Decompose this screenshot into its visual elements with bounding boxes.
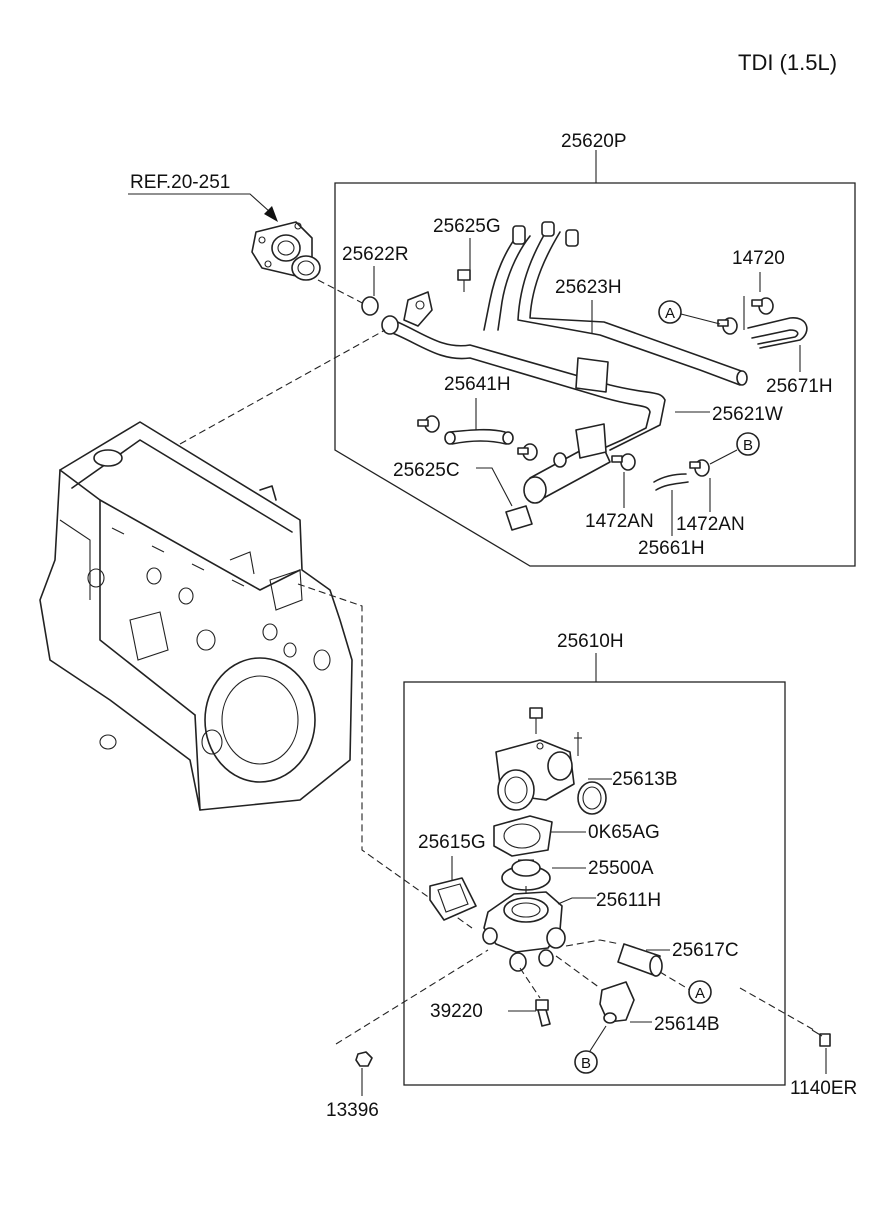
svg-text:B: B bbox=[743, 437, 753, 454]
gasket-25615G bbox=[429, 877, 477, 921]
label-25610H: 25610H bbox=[557, 631, 624, 652]
label-25500A: 25500A bbox=[588, 858, 654, 879]
label-25615G: 25615G bbox=[418, 832, 486, 853]
label-1472AN-b: 1472AN bbox=[676, 514, 745, 535]
label-39220: 39220 bbox=[430, 1001, 483, 1022]
pipe-25623H bbox=[483, 221, 748, 386]
svg-text:A: A bbox=[695, 985, 705, 1002]
label-25641H: 25641H bbox=[444, 374, 511, 395]
label-0K65AG: 0K65AG bbox=[588, 822, 660, 843]
water-pump-ref bbox=[251, 221, 321, 281]
clamp-25641H-b bbox=[517, 443, 538, 461]
svg-text:B: B bbox=[581, 1055, 591, 1072]
label-25617C: 25617C bbox=[672, 940, 739, 961]
label-25625C: 25625C bbox=[393, 460, 460, 481]
label-1472AN-a: 1472AN bbox=[585, 511, 654, 532]
label-25622R: 25622R bbox=[342, 244, 409, 265]
clamp-14720-b bbox=[717, 317, 738, 335]
svg-text:A: A bbox=[665, 305, 675, 322]
label-13396: 13396 bbox=[326, 1100, 379, 1121]
gasket-0K65AG bbox=[493, 815, 553, 857]
pipe-25621W bbox=[381, 291, 666, 451]
clamp-25641H-a bbox=[417, 415, 440, 433]
thermostat-cover bbox=[495, 739, 575, 811]
hose-25661H bbox=[653, 473, 689, 491]
bolt-1140ER bbox=[811, 1029, 831, 1047]
label-25671H: 25671H bbox=[766, 376, 833, 397]
label-25620P: 25620P bbox=[561, 131, 627, 152]
bolt-upper-housing bbox=[529, 707, 543, 734]
stud-upper-housing bbox=[574, 732, 582, 756]
label-25611H: 25611H bbox=[596, 890, 661, 911]
nut-13396 bbox=[355, 1051, 373, 1067]
label-25613B: 25613B bbox=[612, 769, 678, 790]
hose-elbow-25614B bbox=[599, 981, 635, 1024]
label-25623H: 25623H bbox=[555, 277, 622, 298]
upper-group-box bbox=[334, 150, 856, 567]
sensor-39220 bbox=[535, 999, 551, 1027]
bracket-pipe-25625C bbox=[505, 423, 611, 531]
o-ring-25622R bbox=[361, 296, 379, 316]
diagram-title: TDI (1.5L) bbox=[738, 50, 837, 75]
marker-b-upper: B bbox=[736, 432, 760, 456]
label-25661H: 25661H bbox=[638, 538, 705, 559]
thermostat-housing-25611H bbox=[482, 891, 566, 972]
bolt-25625G bbox=[457, 269, 471, 292]
clamp-14720-a bbox=[751, 297, 774, 315]
marker-a-upper: A bbox=[658, 300, 682, 324]
hose-25617C bbox=[617, 943, 663, 977]
label-25621W: 25621W bbox=[712, 404, 783, 425]
marker-a-lower: A bbox=[688, 980, 712, 1004]
label-25614B: 25614B bbox=[654, 1014, 720, 1035]
clamp-1472AN-b bbox=[689, 459, 710, 477]
lower-group-box bbox=[403, 681, 786, 1086]
hose-25641H bbox=[444, 428, 514, 445]
marker-b-lower: B bbox=[574, 1050, 598, 1074]
hose-25671H bbox=[747, 317, 808, 349]
label-ref: REF.20-251 bbox=[130, 172, 230, 193]
thermostat-25500A bbox=[501, 859, 551, 894]
label-14720: 14720 bbox=[732, 248, 785, 269]
label-25625G: 25625G bbox=[433, 216, 501, 237]
label-1140ER: 1140ER bbox=[790, 1078, 857, 1099]
engine-block bbox=[39, 421, 353, 811]
hose-25613B bbox=[577, 781, 607, 815]
clamp-1472AN-a bbox=[611, 453, 636, 471]
ref-leader bbox=[128, 193, 278, 222]
